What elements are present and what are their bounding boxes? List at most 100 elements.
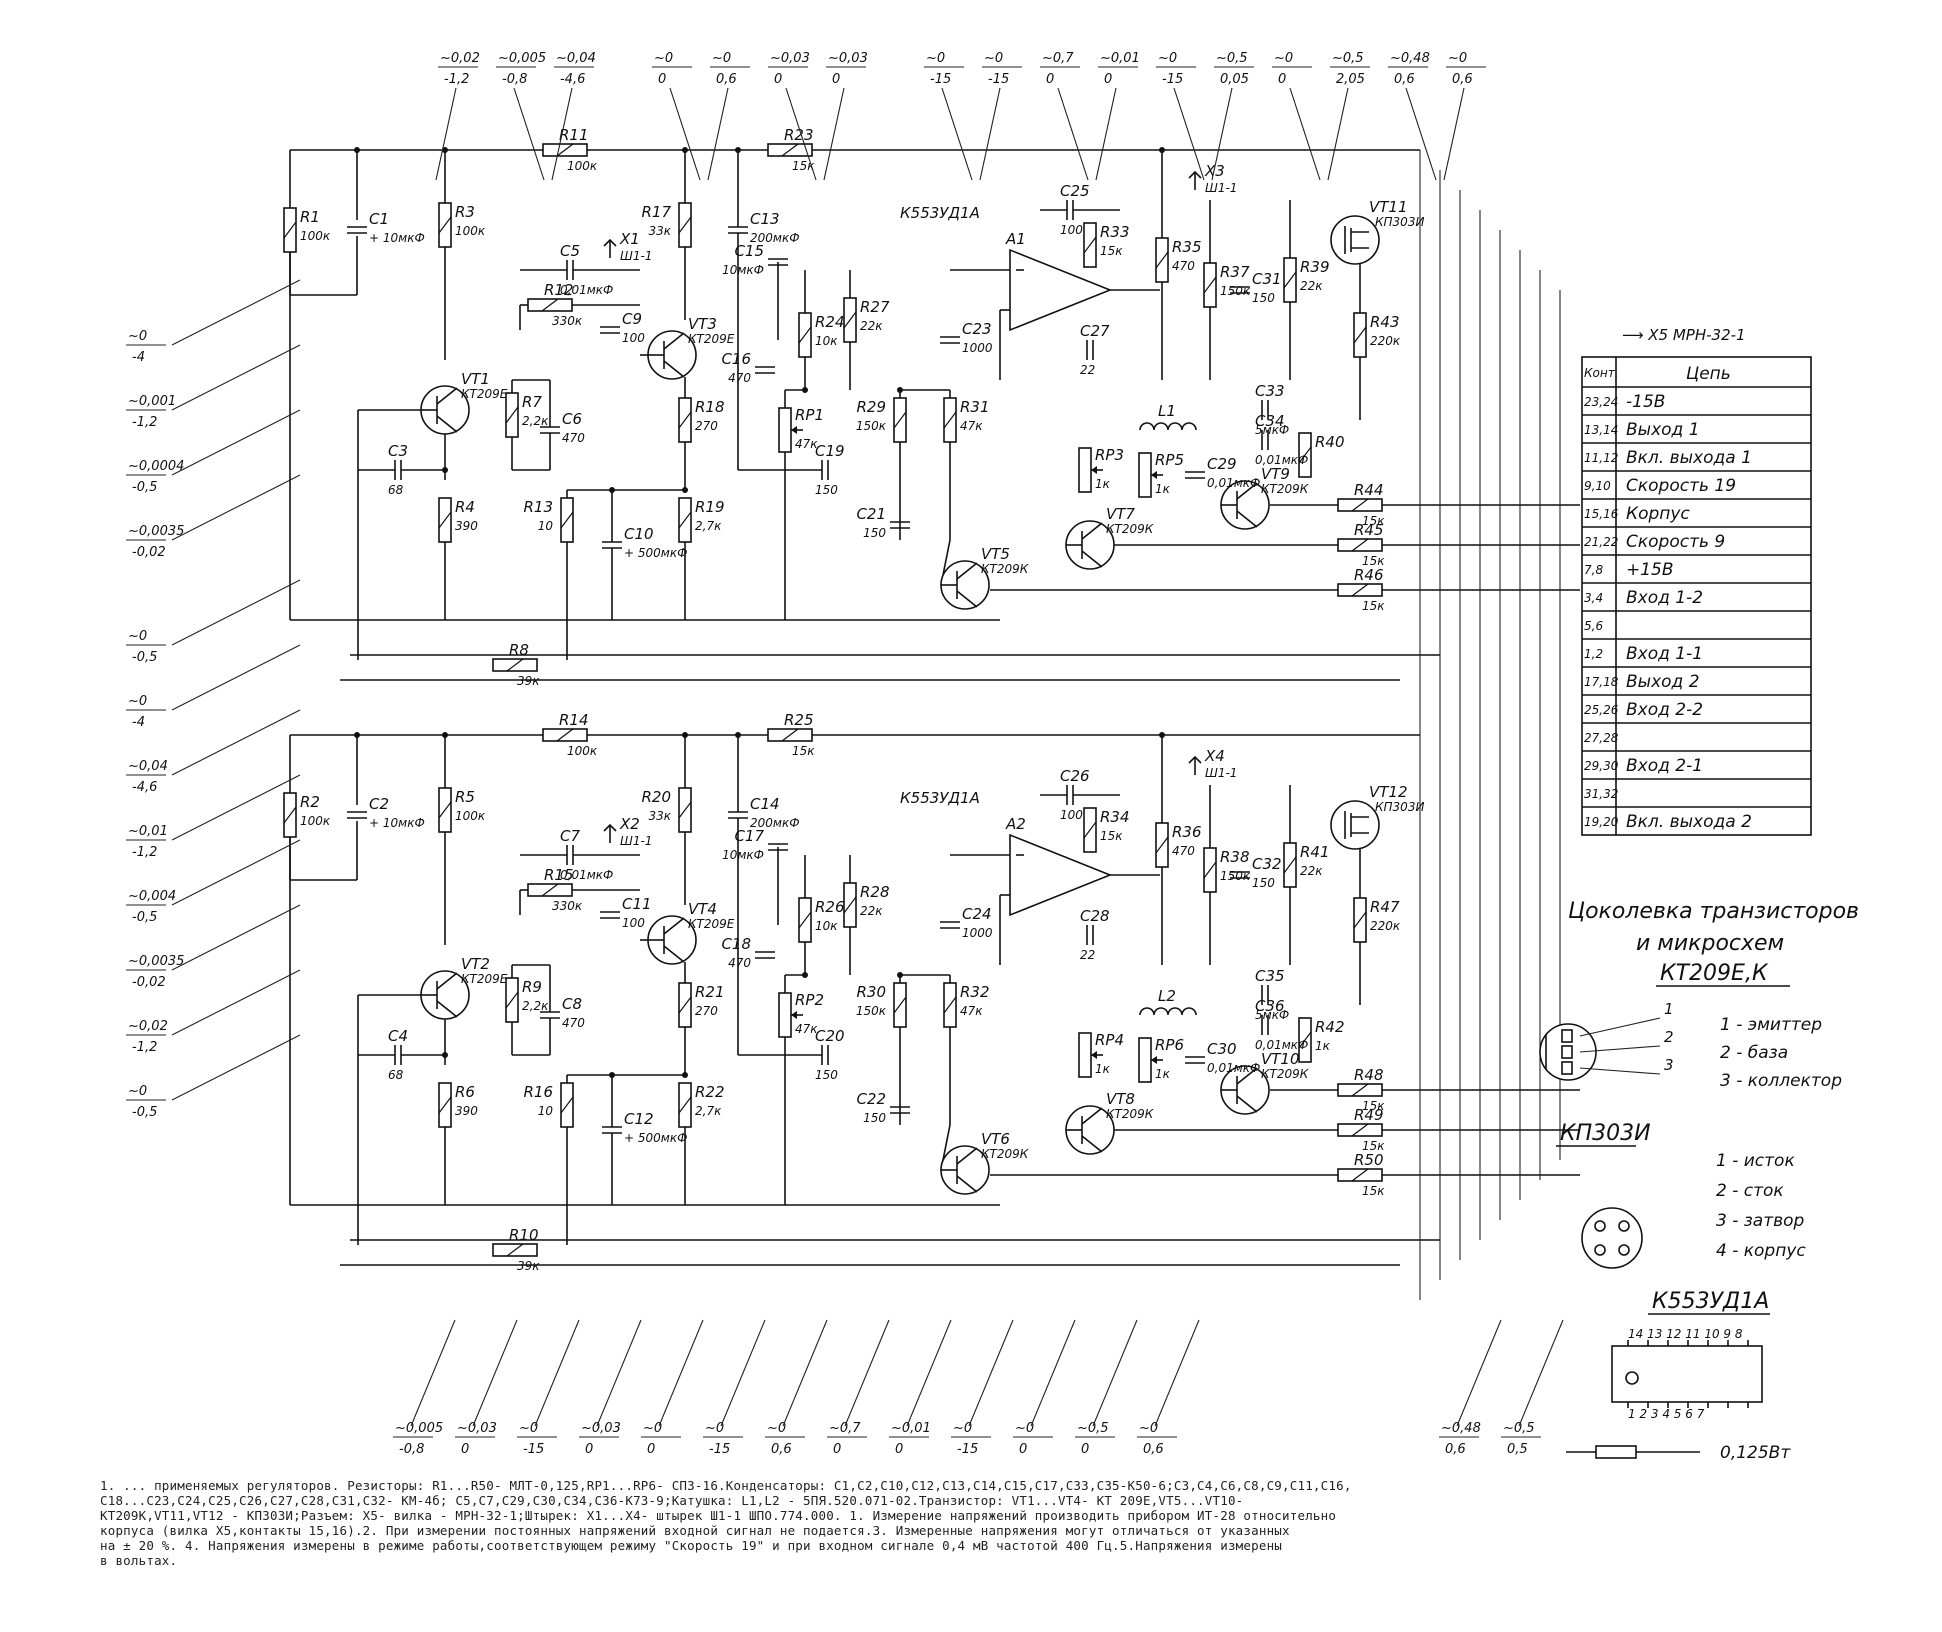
top-voltage-dc: 0,05 [1220, 72, 1249, 87]
resistor-hatch [1155, 251, 1169, 269]
connector-circuit: Скорость 19 [1626, 476, 1736, 496]
bottom-voltage-dc: 0 [1081, 1442, 1089, 1457]
ref-vt8: VT8 [1106, 1090, 1135, 1108]
resistor-r21 [678, 982, 692, 1028]
value-rp1: 47к [795, 437, 818, 451]
capacitor-c26 [1066, 785, 1074, 805]
junction-dot [609, 1072, 615, 1078]
capacitor-c36 [1261, 1015, 1269, 1035]
value-c19: 150 [815, 483, 838, 497]
left-voltage-dc: -1,2 [132, 415, 157, 430]
top-voltage-dc: 0 [658, 72, 666, 87]
transistor-emitter [1081, 550, 1103, 568]
kt209-pin-label: 1 - эмиттер [1720, 1015, 1822, 1035]
connector-pins: 17,18 [1584, 675, 1619, 689]
top-voltage-ac: ~0,7 [1042, 51, 1074, 66]
transistor-collector [956, 562, 978, 580]
ref-rp5: RP5 [1155, 451, 1184, 469]
bottom-voltage-ac: ~0,48 [1441, 1421, 1481, 1436]
left-voltage-ac: ~0 [128, 329, 147, 344]
pinout-title-1: Цоколевка транзисторов [1568, 899, 1859, 924]
resistor-r40 [1298, 432, 1312, 478]
capacitor-c12 [602, 1126, 622, 1134]
value-c9: 100 [622, 331, 645, 345]
resistor-hatch [541, 298, 559, 312]
top-voltage-leader [1095, 87, 1117, 181]
ref-rp1: RP1 [795, 406, 824, 424]
left-voltage-dc: -0,5 [132, 910, 157, 925]
value-r37: 150к [1220, 284, 1251, 298]
ref-r4: R4 [455, 498, 475, 516]
value-c6: 470 [562, 431, 585, 445]
value-r30: 150к [856, 1004, 887, 1018]
ref-c17: C17 [734, 827, 764, 845]
top-voltage-ac: ~0 [1274, 51, 1293, 66]
left-voltage-leader [171, 774, 301, 841]
transistor-vt5 [940, 560, 990, 610]
junction-dot [802, 387, 808, 393]
note-line: 1. ... применяемых регуляторов. Резистор… [100, 1478, 1352, 1493]
ref-r15: R15 [544, 866, 574, 884]
value-c17: 10мкФ [722, 848, 764, 862]
connector-circuit: Корпус [1626, 504, 1690, 524]
connector-pins: 9,10 [1584, 479, 1611, 493]
kp303-package [1581, 1207, 1643, 1269]
value-r48: 15к [1362, 1099, 1385, 1113]
ref-c25: C25 [1060, 182, 1090, 200]
ref-r50: R50 [1354, 1151, 1384, 1169]
pot-rp3 [1078, 447, 1103, 493]
top-voltage-ac: ~0,03 [828, 51, 868, 66]
kp303-pin [1594, 1220, 1606, 1232]
value-rp6: 1к [1155, 1067, 1171, 1081]
value-r45: 15к [1362, 554, 1385, 568]
resistor-r45 [1337, 538, 1383, 552]
resistor-r6 [438, 1082, 452, 1128]
resistor-hatch [1203, 861, 1217, 879]
value-r41: 22к [1300, 864, 1323, 878]
ref-r26: R26 [815, 898, 845, 916]
ref-c15: C15 [734, 242, 764, 260]
bottom-voltage-leader [472, 1319, 518, 1427]
connector-circuit: Выход 1 [1626, 420, 1700, 440]
ref-r3: R3 [455, 203, 475, 221]
top-voltage-ac: ~0 [712, 51, 731, 66]
resistor-hatch [1155, 836, 1169, 854]
kt209-pin [1561, 1061, 1573, 1075]
resistor-r35 [1155, 237, 1169, 283]
value-c14: 200мкФ [750, 816, 800, 830]
pinout-title-2: и микросхем [1636, 931, 1784, 956]
capacitor-c22 [890, 1106, 910, 1114]
ref-r10: R10 [509, 1226, 539, 1244]
bottom-voltage-ac: ~0,005 [395, 1421, 443, 1436]
ref-r13: R13 [523, 498, 553, 516]
capacitor-c6 [540, 426, 560, 434]
pinout-kp303-type: КП303И [1560, 1121, 1651, 1146]
transistor-emitter [1236, 1095, 1258, 1113]
value-r24: 10к [815, 334, 838, 348]
capacitor-c33 [1261, 400, 1269, 420]
ref-c32: C32 [1252, 855, 1282, 873]
resistor-hatch [1351, 583, 1369, 597]
type-vt3: КТ209Е [688, 332, 735, 346]
top-voltage-leader [1211, 87, 1233, 181]
connector-pins: 15,16 [1584, 507, 1619, 521]
value-r50: 15к [1362, 1184, 1385, 1198]
kt209-pin-leader [1579, 1017, 1661, 1037]
connector-pins: 5,6 [1584, 619, 1603, 633]
value-rp3: 1к [1095, 477, 1111, 491]
transistor-vt2 [420, 970, 470, 1020]
junction-dot [354, 147, 360, 153]
junction-dot [897, 972, 903, 978]
resistor-r2 [283, 792, 297, 838]
type-vt6: КТ209К [981, 1147, 1029, 1161]
ref-c35: C35 [1255, 967, 1285, 985]
ref-r2: R2 [300, 793, 320, 811]
resistor-r14 [542, 728, 588, 742]
bottom-voltage-leader [534, 1319, 580, 1427]
top-voltage-dc: 0,6 [1394, 72, 1415, 87]
ref-r46: R46 [1354, 566, 1384, 584]
resistor-r27 [843, 297, 857, 343]
resistor-hatch [506, 658, 524, 672]
ref-vt2: VT2 [461, 955, 490, 973]
resistor-hatch [438, 801, 452, 819]
